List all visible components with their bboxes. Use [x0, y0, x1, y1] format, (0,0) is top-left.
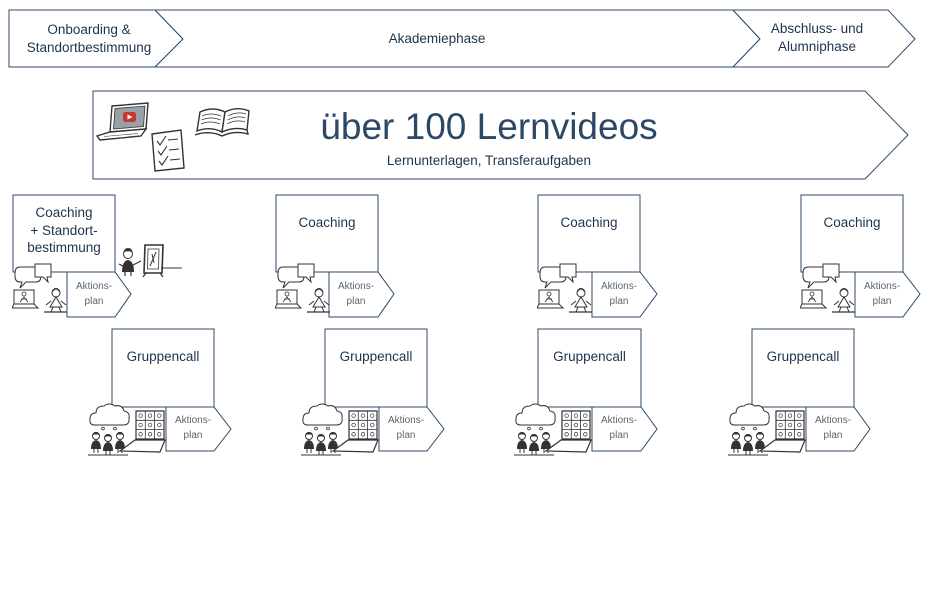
gruppencall-label: Gruppencall — [553, 349, 626, 364]
coaching-label: Coaching — [801, 214, 903, 232]
aktionsplan-label-line: plan — [609, 430, 629, 441]
aktionsplan-label-line: plan — [346, 296, 366, 307]
aktionsplan-label-line: plan — [396, 430, 416, 441]
coaching-box — [12, 194, 116, 273]
aktionsplan-label-line: plan — [872, 296, 892, 307]
aktionsplan-label-line: Aktions- — [75, 281, 113, 292]
coaching-label-line: + Standort- — [30, 222, 98, 238]
coaching-label: Coaching + Standort- bestimmung — [13, 204, 115, 257]
lernvideos-arrow — [92, 90, 909, 180]
group-call-icon — [727, 403, 806, 456]
gruppencall-box — [537, 328, 642, 408]
phase-abschluss-label: Abschluss- und Alumniphase — [747, 20, 887, 56]
aktionsplan-label-line: Aktions- — [387, 415, 425, 426]
aktionsplan-label: Aktions- plan — [379, 413, 433, 443]
open-book-icon — [194, 108, 250, 137]
phase-onboarding-label: Onboarding & Standortbestimmung — [9, 21, 169, 57]
aktionsplan-label-line: Aktions- — [600, 415, 638, 426]
coaching-label-line: Coaching — [298, 215, 356, 230]
aktionsplan-label: Aktions- plan — [806, 413, 860, 443]
flipchart-presenter-icon — [118, 244, 183, 278]
phase-label-line: Abschluss- und — [770, 21, 864, 36]
aktionsplan-arrow — [66, 271, 132, 318]
aktionsplan-arrow — [591, 406, 658, 452]
aktionsplan-arrow — [328, 271, 395, 318]
gruppencall-box — [751, 328, 855, 408]
aktionsplan-label: Aktions- plan — [67, 279, 121, 309]
aktionsplan-arrow — [378, 406, 445, 452]
gruppencall-box — [111, 328, 215, 408]
coaching-box — [537, 194, 641, 273]
aktionsplan-label: Aktions- plan — [329, 279, 383, 309]
aktionsplan-label-line: Aktions- — [174, 415, 212, 426]
aktionsplan-label: Aktions- plan — [166, 413, 220, 443]
phase-label-line: Onboarding & — [47, 22, 131, 37]
aktionsplan-label-line: Aktions- — [600, 281, 638, 292]
group-call-icon — [87, 403, 166, 456]
phase-label-line: Standortbestimmung — [26, 40, 152, 55]
checklist-icon — [151, 129, 185, 172]
coaching-box — [800, 194, 904, 273]
lernvideos-subtitle: Lernunterlagen, Transferaufgaben — [386, 153, 592, 168]
phase-akademie-label: Akademiephase — [337, 30, 537, 48]
group-call-icon — [513, 403, 592, 456]
aktionsplan-label: Aktions- plan — [592, 279, 646, 309]
coaching-label: Coaching — [538, 214, 640, 232]
aktionsplan-label-line: plan — [609, 296, 629, 307]
aktionsplan-arrow — [165, 406, 232, 452]
gruppencall-box — [324, 328, 428, 408]
aktionsplan-arrow — [805, 406, 871, 452]
coaching-label-line: Coaching — [35, 205, 93, 220]
aktionsplan-label-line: Aktions- — [863, 281, 901, 292]
coaching-label: Coaching — [276, 214, 378, 232]
phase-label-line: Akademiephase — [388, 31, 486, 46]
gruppencall-label: Gruppencall — [126, 349, 200, 364]
aktionsplan-label-line: plan — [183, 430, 203, 441]
aktionsplan-label-line: plan — [823, 430, 843, 441]
gruppencall-label: Gruppencall — [766, 349, 840, 364]
coaching-label-line: bestimmung — [27, 240, 101, 255]
phase-abschluss-chevron — [731, 9, 916, 68]
aktionsplan-label-line: plan — [84, 296, 104, 307]
aktionsplan-label-line: Aktions- — [814, 415, 852, 426]
laptop-video-icon — [95, 102, 149, 141]
coaching-label-line: Coaching — [823, 215, 881, 230]
group-call-icon — [300, 403, 379, 456]
gruppencall-label: Gruppencall — [339, 349, 413, 364]
aktionsplan-arrow — [591, 271, 658, 318]
aktionsplan-label: Aktions- plan — [592, 413, 646, 443]
aktionsplan-arrow — [854, 271, 921, 318]
phase-label-line: Alumniphase — [777, 39, 857, 54]
aktionsplan-label-line: Aktions- — [337, 281, 375, 292]
lernvideos-title: über 100 Lernvideos — [320, 106, 658, 147]
aktionsplan-label: Aktions- plan — [855, 279, 909, 309]
coaching-box — [275, 194, 379, 273]
coaching-label-line: Coaching — [560, 215, 618, 230]
